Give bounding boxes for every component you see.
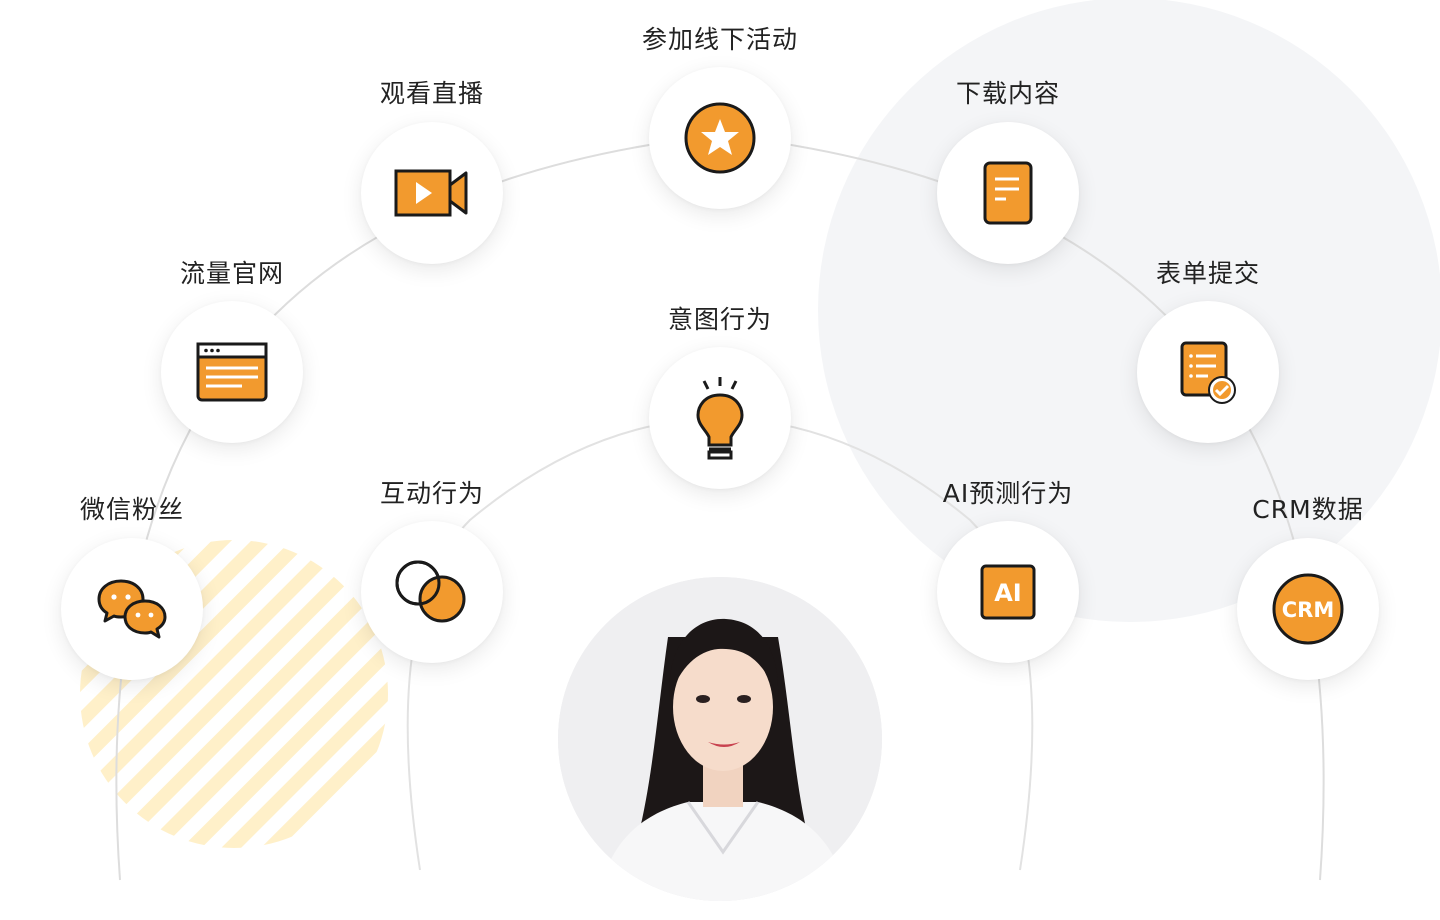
node-download[interactable] — [937, 122, 1079, 264]
label-wechat: 微信粉丝 — [79, 495, 184, 524]
node-live-stream[interactable] — [361, 122, 503, 264]
label-offline-event: 参加线下活动 — [641, 25, 798, 54]
label-intent: 意图行为 — [667, 305, 772, 334]
label-crm: CRM数据 — [1252, 495, 1364, 524]
node-crm[interactable]: CRM — [1237, 538, 1379, 680]
label-website: 流量官网 — [179, 259, 284, 288]
label-interaction: 互动行为 — [379, 479, 484, 508]
video-camera-icon — [394, 169, 468, 217]
crm-icon: CRM — [1272, 573, 1344, 645]
ai-icon-text: AI — [994, 579, 1022, 607]
node-ai-predict[interactable]: AI — [937, 521, 1079, 663]
node-website[interactable] — [161, 301, 303, 443]
crm-icon-text: CRM — [1282, 598, 1334, 622]
form-check-icon — [1180, 341, 1236, 404]
document-icon — [983, 161, 1033, 225]
label-live-stream: 观看直播 — [379, 79, 484, 108]
browser-window-icon — [196, 342, 268, 402]
ai-icon: AI — [980, 564, 1036, 620]
node-intent[interactable] — [649, 347, 791, 489]
node-offline-event[interactable] — [649, 67, 791, 209]
node-interaction[interactable] — [361, 521, 503, 663]
label-download: 下载内容 — [955, 79, 1060, 108]
label-form: 表单提交 — [1155, 259, 1260, 288]
node-wechat[interactable] — [61, 538, 203, 680]
person-photo — [558, 577, 882, 901]
star-icon — [684, 102, 756, 174]
lightbulb-icon — [696, 377, 744, 460]
label-ai-predict: AI预测行为 — [942, 479, 1074, 508]
overlap-circles-icon — [395, 560, 466, 623]
person-portrait — [558, 577, 882, 901]
node-form[interactable] — [1137, 301, 1279, 443]
wechat-icon — [97, 579, 167, 639]
